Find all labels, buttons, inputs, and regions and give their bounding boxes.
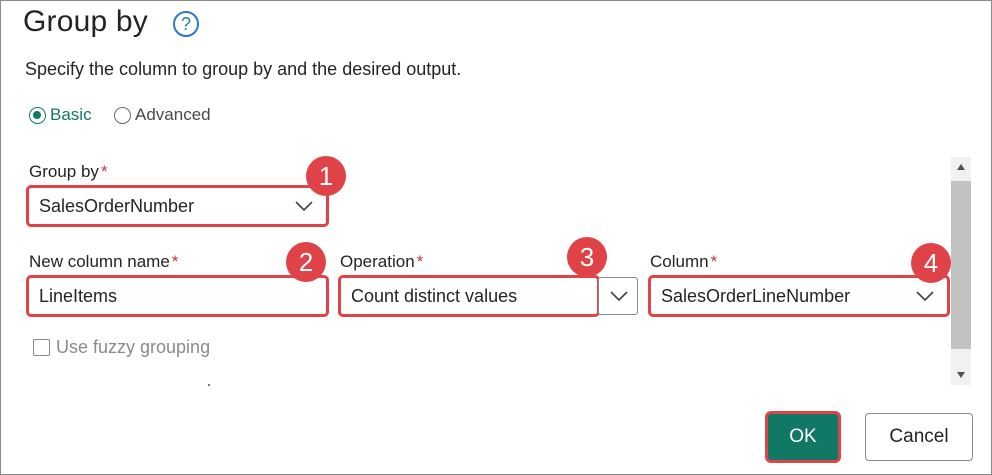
dialog-subtitle: Specify the column to group by and the d…	[25, 59, 462, 79]
callout-badge-2: 2	[286, 242, 326, 282]
required-marker: *	[710, 252, 718, 271]
caret-down-icon	[957, 372, 965, 378]
chevron-down-icon	[916, 291, 934, 302]
operation-label: Operation*	[340, 252, 423, 272]
radio-advanced[interactable]: Advanced	[114, 105, 211, 125]
operation-value: Count distinct values	[351, 285, 518, 306]
operation-dropdown-toggle[interactable]	[598, 277, 638, 315]
question-circle-icon[interactable]: ?	[173, 11, 199, 37]
group-by-label: Group by*	[29, 162, 108, 182]
scroll-up-button[interactable]	[951, 157, 971, 177]
group-by-value: SalesOrderNumber	[39, 195, 195, 216]
scrollbar-thumb[interactable]	[951, 181, 971, 349]
chevron-down-icon	[610, 291, 628, 302]
radio-advanced-label: Advanced	[135, 105, 211, 124]
required-marker: *	[100, 162, 108, 181]
radio-basic-label: Basic	[50, 105, 92, 124]
radio-basic[interactable]: Basic	[29, 105, 92, 125]
caret-up-icon	[957, 164, 965, 170]
fuzzy-grouping-checkbox[interactable]	[33, 339, 50, 356]
ok-button[interactable]: OK	[765, 411, 841, 463]
cancel-button[interactable]: Cancel	[865, 413, 973, 461]
new-column-label-text: New column name	[29, 252, 170, 271]
dialog-title: Group by	[23, 5, 148, 38]
new-column-value: LineItems	[39, 285, 118, 306]
radio-checked-icon	[29, 106, 46, 124]
new-column-name-input[interactable]: LineItems	[26, 275, 329, 317]
operation-dropdown[interactable]: Count distinct values	[338, 275, 600, 317]
callout-badge-4: 4	[911, 243, 951, 283]
callout-badge-1: 1	[306, 156, 346, 196]
group-by-label-text: Group by	[29, 162, 99, 181]
new-column-label: New column name*	[29, 252, 178, 272]
chevron-down-icon	[295, 201, 313, 212]
vertical-scrollbar[interactable]	[951, 157, 971, 385]
column-dropdown[interactable]: SalesOrderLineNumber	[648, 275, 950, 317]
radio-unchecked-icon	[114, 106, 131, 124]
fuzzy-grouping-label: Use fuzzy grouping	[56, 337, 211, 357]
operation-label-text: Operation	[340, 252, 415, 271]
required-marker: *	[171, 252, 179, 271]
column-label: Column*	[650, 252, 717, 272]
callout-badge-3: 3	[567, 237, 607, 277]
column-value: SalesOrderLineNumber	[661, 285, 851, 306]
required-marker: *	[416, 252, 424, 271]
fuzzy-grouping-option[interactable]: Use fuzzy grouping	[33, 337, 210, 358]
column-label-text: Column	[650, 252, 709, 271]
divider-mark	[208, 384, 210, 386]
group-by-dropdown[interactable]: SalesOrderNumber	[26, 185, 329, 227]
scroll-down-button[interactable]	[951, 365, 971, 385]
